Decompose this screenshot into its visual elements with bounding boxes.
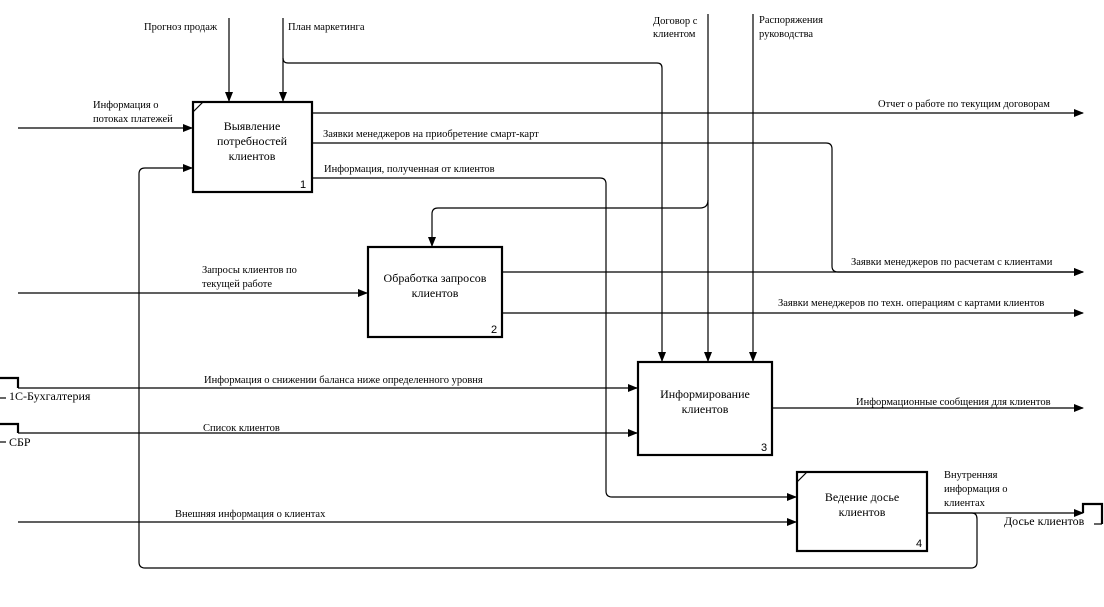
- label-info-soobsch: Информационные сообщения для клиентов: [856, 397, 1051, 408]
- label-vnutrennyaya-line-2: информация о: [944, 484, 1008, 495]
- label-info-poluch: Информация, полученная от клиентов: [324, 164, 495, 175]
- label-tunnel-sbr: СБР: [9, 435, 31, 449]
- tunnel-sbr-icon: [0, 422, 20, 433]
- activity-1-label-line-1: Выявление: [224, 119, 281, 133]
- arrow-info-poluch[interactable]: [312, 177, 797, 501]
- arrow-feedback-loop[interactable]: [138, 164, 978, 569]
- label-zayavki-raschet: Заявки менеджеров по расчетам с клиентам…: [851, 257, 1053, 268]
- label-tunnel-buh: 1С-Бухгалтерия: [9, 389, 91, 403]
- label-plan: План маркетинга: [288, 22, 365, 33]
- label-rasp-line-1: Распоряжения: [759, 15, 823, 26]
- activity-box-2[interactable]: Обработка запросов клиентов 2: [366, 245, 504, 339]
- label-otchet: Отчет о работе по текущим договорам: [878, 99, 1050, 110]
- activity-3-label-line-1: Информирование: [660, 387, 750, 401]
- activity-1-number: 1: [300, 179, 306, 191]
- label-info-balans: Информация о снижении баланса ниже опред…: [204, 375, 483, 386]
- activity-3-label-line-2: клиентов: [682, 402, 729, 416]
- label-prognoz: Прогноз продаж: [144, 22, 218, 33]
- activity-2-label-line-2: клиентов: [412, 286, 459, 300]
- label-vnutrennyaya-line-1: Внутренняя: [944, 470, 998, 481]
- label-info-potoki-line-1: Информация о: [93, 100, 159, 111]
- label-zayavki-smart: Заявки менеджеров на приобретение смарт-…: [323, 129, 539, 140]
- tunnel-buh-icon: [0, 376, 20, 388]
- label-vnutrennyaya-line-3: клиентах: [944, 498, 986, 509]
- label-tunnel-dosie: Досье клиентов: [1004, 514, 1085, 528]
- activity-box-3[interactable]: Информирование клиентов 3: [636, 360, 774, 457]
- arrow-plan-marketinga-branch[interactable]: [282, 57, 666, 362]
- activity-2-number: 2: [491, 324, 497, 336]
- label-spisok: Список клиентов: [203, 423, 280, 434]
- activity-box-4[interactable]: Ведение досье клиентов 4: [795, 470, 929, 553]
- label-dogovor-line-2: клиентом: [653, 29, 696, 40]
- label-dogovor-line-1: Договор с: [653, 16, 698, 27]
- label-rasp-line-2: руководства: [759, 29, 813, 40]
- arrow-dogovor-branch[interactable]: [428, 199, 709, 247]
- activity-1-label-line-2: потребностей: [217, 134, 288, 148]
- activity-3-number: 3: [761, 442, 767, 454]
- label-info-potoki-line-2: потоках платежей: [93, 114, 173, 125]
- label-vneshnyaya: Внешняя информация о клиентах: [175, 509, 326, 520]
- label-zaprosy-line-1: Запросы клиентов по: [202, 265, 297, 276]
- activity-4-label-line-2: клиентов: [839, 505, 886, 519]
- activity-4-number: 4: [916, 538, 922, 550]
- activity-2-label-line-1: Обработка запросов: [384, 271, 487, 285]
- activity-4-label-line-1: Ведение досье: [825, 490, 899, 504]
- label-zaprosy-line-2: текущей работе: [202, 279, 272, 290]
- tunnel-dosie-icon: [1081, 502, 1104, 524]
- label-zayavki-tehn: Заявки менеджеров по техн. операциям с к…: [778, 298, 1044, 309]
- activity-1-label-line-3: клиентов: [229, 149, 276, 163]
- activity-box-1[interactable]: Выявление потребностей клиентов 1: [191, 100, 314, 194]
